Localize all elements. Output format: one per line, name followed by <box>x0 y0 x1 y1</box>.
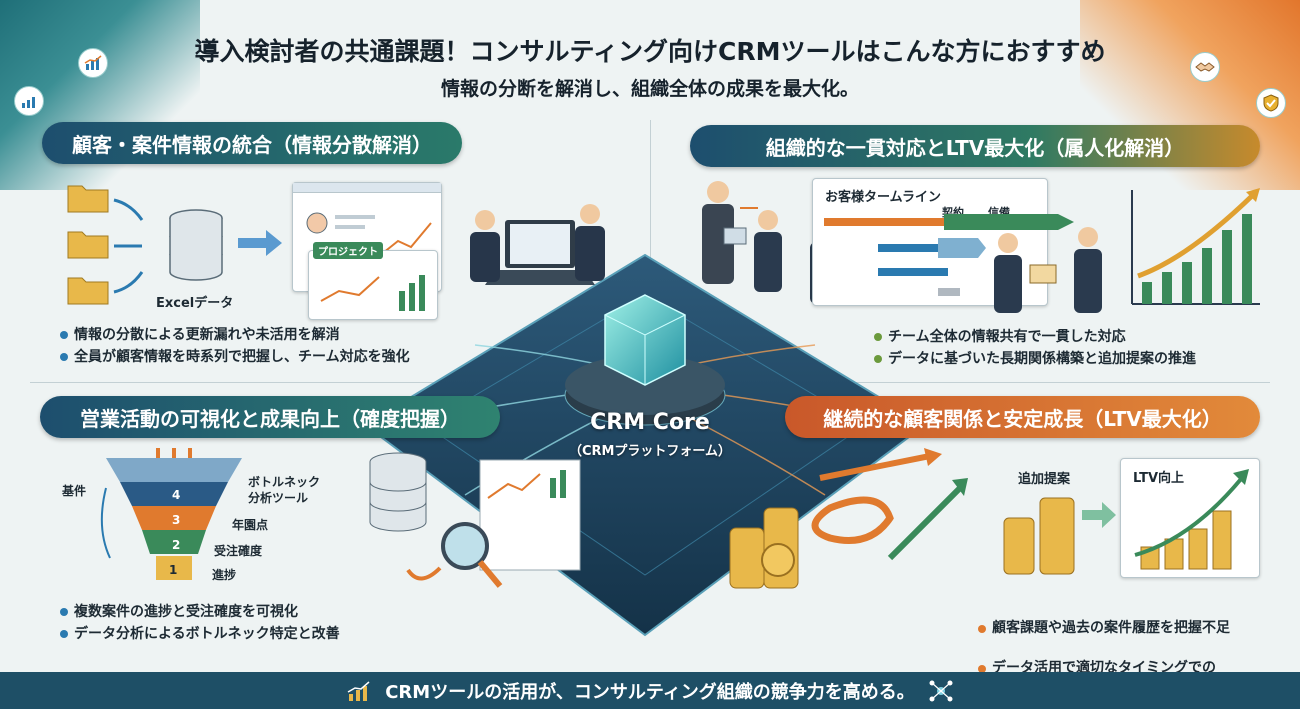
data-analysis-illustration <box>369 452 581 588</box>
upsell-label: 追加提案 <box>1018 472 1071 487</box>
business-people-illustration <box>702 181 782 292</box>
ltv-chart-card: LTV向上 <box>1120 458 1260 578</box>
section-heading-consistent-service: 組織的な一貫対応とLTV最大化（属人化解消） <box>690 125 1260 167</box>
coin-stacks-icon <box>1003 497 1075 575</box>
arrow-right-icon <box>238 230 282 256</box>
page-title: 導入検討者の共通課題！コンサルティング向けCRMツールはこんな方におすすめ <box>194 37 1106 66</box>
growth-bar-chart-illustration <box>1131 188 1260 305</box>
funnel-label-progress: 進捗 <box>212 568 237 582</box>
excel-data-label: Excelデータ <box>156 296 234 311</box>
crm-core-subtitle: （CRMプラットフォーム） <box>568 444 732 459</box>
project-card: プロジェクト <box>308 242 438 320</box>
footer-banner: CRMツールの活用が、コンサルティング組織の競争力を高める。 <box>0 672 1300 709</box>
bullet-item: 複数案件の進捗と受注確度を可視化 <box>58 601 340 623</box>
bullet-item: 全員が顧客情報を時系列で把握し、チーム対応を強化 <box>58 346 410 368</box>
funnel-label-bottleneck: ボトルネック 分析ツール <box>248 475 321 505</box>
database-icon <box>169 209 223 281</box>
top-right-bullets: チーム全体の情報共有で一貫した対応 データに基づいた長期関係構築と追加提案の推進 <box>872 326 1196 370</box>
timeline-bars <box>824 214 1074 296</box>
sales-funnel-illustration <box>100 448 242 580</box>
bullet-item: 情報の分散による更新漏れや未活用を解消 <box>58 324 410 346</box>
footer-text: CRMツールの活用が、コンサルティング組織の競争力を高める。 <box>385 681 915 703</box>
ltv-label: LTV向上 <box>1133 471 1185 486</box>
funnel-label-annual: 年園点 <box>232 518 269 532</box>
bullet-item: 顧客課題や過去の案件履歴を把握不足 <box>976 618 1230 638</box>
bottom-left-bullets: 複数案件の進捗と受注確度を可視化 データ分析によるボトルネック特定と改善 <box>58 601 340 645</box>
section-heading-ltv-growth: 継続的な顧客関係と安定成長（LTV最大化） <box>785 396 1260 438</box>
coins-growth-illustration <box>729 448 968 589</box>
top-left-bullets: 情報の分散による更新漏れや未活用を解消 全員が顧客情報を時系列で把握し、チーム対… <box>58 324 410 368</box>
divider-vertical <box>650 120 651 370</box>
page-subtitle: 情報の分断を解消し、組織全体の成果を最大化。 <box>440 78 859 100</box>
team-laptop-illustration <box>470 204 605 285</box>
funnel-level-2: 2 <box>172 538 181 552</box>
bullet-item: データに基づいた長期関係構築と追加提案の推進 <box>872 348 1196 370</box>
funnel-level-3: 3 <box>172 513 181 527</box>
crm-core-title: CRM Core <box>590 410 710 435</box>
bullet-item: チーム全体の情報共有で一貫した対応 <box>872 326 1196 348</box>
timeline-title: お客様タームライン <box>825 190 941 205</box>
funnel-left-label: 基件 <box>62 484 87 498</box>
bullet-item: データ分析によるボトルネック特定と改善 <box>58 623 340 645</box>
network-icon <box>927 678 955 704</box>
funnel-label-probability: 受注確度 <box>214 544 263 558</box>
project-tag: プロジェクト <box>313 242 383 259</box>
funnel-level-4: 4 <box>172 488 181 502</box>
arrow-right-icon <box>1082 502 1116 528</box>
crm-platform-illustration <box>363 253 927 637</box>
growth-chart-icon <box>345 678 373 704</box>
shield-check-icon <box>1256 88 1286 118</box>
growth-chart-icon <box>14 86 44 116</box>
handshake-icon <box>1190 52 1220 82</box>
section-heading-sales-visibility: 営業活動の可視化と成果向上（確度把握） <box>40 396 500 438</box>
funnel-level-1: 1 <box>169 563 178 577</box>
bar-chart-icon <box>78 48 108 78</box>
team-meeting-illustration <box>994 227 1102 313</box>
section-heading-info-integration: 顧客・案件情報の統合（情報分散解消） <box>42 122 462 164</box>
folder-icons <box>67 185 144 305</box>
